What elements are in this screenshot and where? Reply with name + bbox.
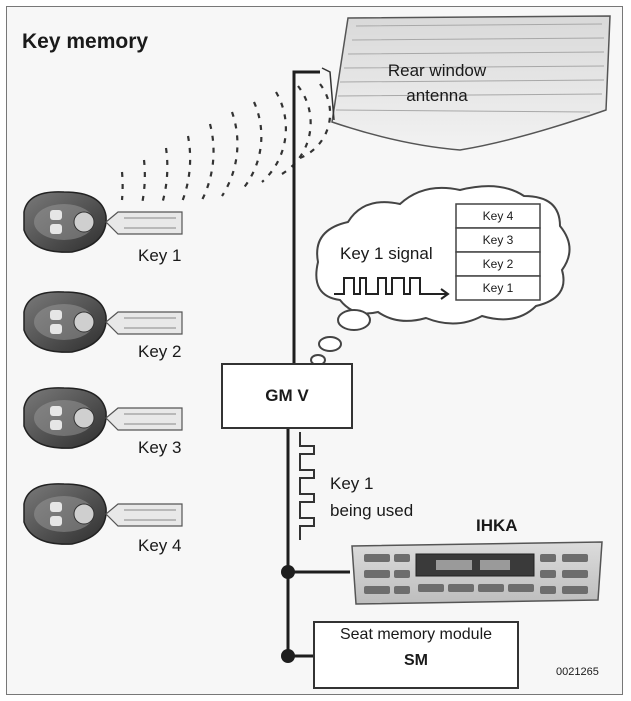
- gm-module-box: [221, 363, 353, 429]
- diagram-title: Key memory: [22, 30, 149, 53]
- seat-module-abbrev: SM: [404, 652, 428, 669]
- antenna-label-line1: Rear window: [387, 61, 487, 80]
- gm-module-label: GM V: [265, 386, 309, 405]
- antenna-label: Rear window antenna: [362, 58, 512, 108]
- memory-slot-key2: Key 2: [482, 257, 514, 271]
- key-fob-4: [23, 483, 183, 545]
- seat-module-box: [313, 621, 519, 689]
- ihka-panel: [351, 541, 603, 605]
- key-in-use-line2: being used: [330, 501, 414, 520]
- key-label-2: Key 2: [138, 342, 182, 361]
- memory-slot-key3: Key 3: [482, 233, 514, 247]
- key-in-use-line1: Key 1: [330, 474, 374, 493]
- signal-arrow: [430, 288, 450, 300]
- radio-waves: [120, 83, 332, 205]
- key-label-3: Key 3: [138, 438, 182, 457]
- seat-module-name: Seat memory module: [339, 626, 493, 643]
- ihka-junction-dot: [281, 565, 295, 579]
- key-fob-3: [23, 387, 183, 449]
- rear-window-antenna: [321, 15, 611, 151]
- signal-waveform: [334, 277, 430, 295]
- key-fob-1: [23, 191, 183, 253]
- signal-label: Key 1 signal: [340, 244, 433, 263]
- antenna-label-line2: antenna: [406, 86, 468, 105]
- memory-slot-key1: Key 1: [482, 281, 514, 295]
- memory-stack: [455, 203, 541, 301]
- key-label-4: Key 4: [138, 536, 182, 555]
- key-fob-2: [23, 291, 183, 353]
- key-in-use-label: Key 1 being used: [330, 470, 413, 524]
- key-label-1: Key 1: [138, 246, 182, 265]
- ihka-label: IHKA: [476, 516, 518, 535]
- key1-pulse-train: [299, 432, 315, 540]
- memory-slot-key4: Key 4: [482, 209, 514, 223]
- sm-junction-dot: [281, 649, 295, 663]
- figure-code: 0021265: [556, 666, 599, 678]
